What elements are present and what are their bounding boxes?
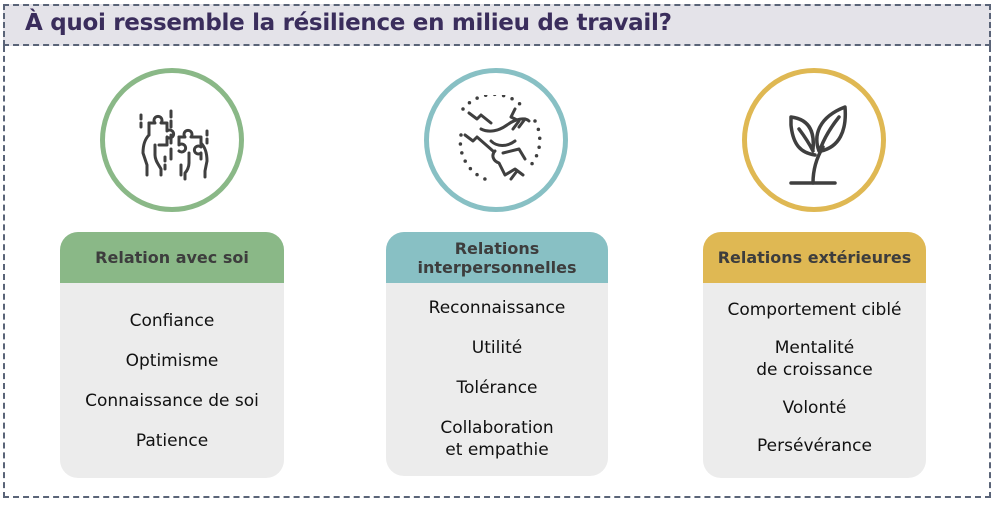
card-header: Relation avec soi xyxy=(60,232,284,283)
page-title: À quoi ressemble la résilience en milieu… xyxy=(25,10,672,36)
list-item: Volonté xyxy=(782,398,847,418)
card-header: Relations extérieures xyxy=(703,232,926,283)
card-interpersonal: Relations interpersonnelles Reconnaissan… xyxy=(386,232,608,476)
icon-circle-self xyxy=(100,68,244,212)
list-item: Connaissance de soi xyxy=(85,391,259,411)
icon-circle-interpersonal xyxy=(424,68,568,212)
list-item: Utilité xyxy=(471,338,523,358)
list-item: Patience xyxy=(135,431,209,451)
card-self: Relation avec soi Confiance Optimisme Co… xyxy=(60,232,284,478)
card-header: Relations interpersonnelles xyxy=(386,232,608,283)
list-item: Mentalité de croissance xyxy=(756,338,873,380)
list-item: Collaboration et empathie xyxy=(440,418,554,460)
list-item: Comportement ciblé xyxy=(727,300,902,320)
joined-hands-icon xyxy=(458,95,542,183)
content-frame xyxy=(3,46,991,498)
list-item: Confiance xyxy=(129,311,215,331)
title-bar: À quoi ressemble la résilience en milieu… xyxy=(3,4,991,46)
list-item: Optimisme xyxy=(125,351,219,371)
list-item: Reconnaissance xyxy=(428,298,566,318)
card-external: Relations extérieures Comportement ciblé… xyxy=(703,232,926,478)
icon-circle-external xyxy=(742,68,886,212)
list-item: Tolérance xyxy=(456,378,538,398)
list-item: Persévérance xyxy=(757,436,872,456)
sprout-icon xyxy=(789,105,848,185)
puzzle-hands-icon xyxy=(139,109,209,181)
